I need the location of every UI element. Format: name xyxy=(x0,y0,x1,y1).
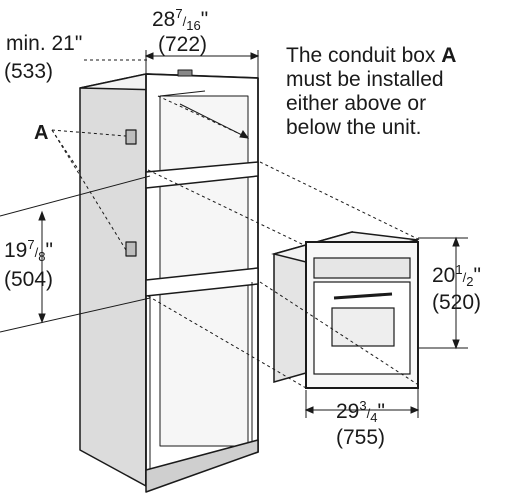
oven-control-panel xyxy=(313,257,411,279)
min-depth-label: min. 21" xyxy=(6,32,82,55)
cabinet-base xyxy=(145,439,259,493)
cabinet xyxy=(79,69,259,493)
upper-shelf xyxy=(145,161,259,189)
unit-height-label: 201/2" xyxy=(432,262,481,289)
middle-shelf xyxy=(145,267,259,297)
guide-lines xyxy=(51,59,421,389)
dimension-lines xyxy=(0,50,468,418)
cabinet-width-label: 287/16" xyxy=(152,6,208,33)
unit-width-label: 293/4" xyxy=(336,398,385,425)
conduit-box-lower xyxy=(125,241,137,257)
cutout-height-label: 197/8" xyxy=(4,237,53,264)
oven-window xyxy=(331,307,395,347)
cutout-height-mm: (504) xyxy=(4,268,53,291)
oven-handle xyxy=(333,292,393,300)
conduit-callout-letter: A xyxy=(34,122,48,144)
top-outlet xyxy=(177,69,193,77)
conduit-box-upper xyxy=(125,129,137,145)
unit-height-mm: (520) xyxy=(432,291,481,314)
note-line-4: below the unit. xyxy=(286,116,421,139)
note-line-2: must be installed xyxy=(286,68,444,91)
oven-unit xyxy=(271,231,419,389)
min-depth-mm: (533) xyxy=(4,60,53,83)
note-line-3: either above or xyxy=(286,92,426,115)
cabinet-width-mm: (722) xyxy=(158,33,207,56)
note-line-1: The conduit box A xyxy=(286,44,456,67)
unit-width-mm: (755) xyxy=(336,426,385,449)
